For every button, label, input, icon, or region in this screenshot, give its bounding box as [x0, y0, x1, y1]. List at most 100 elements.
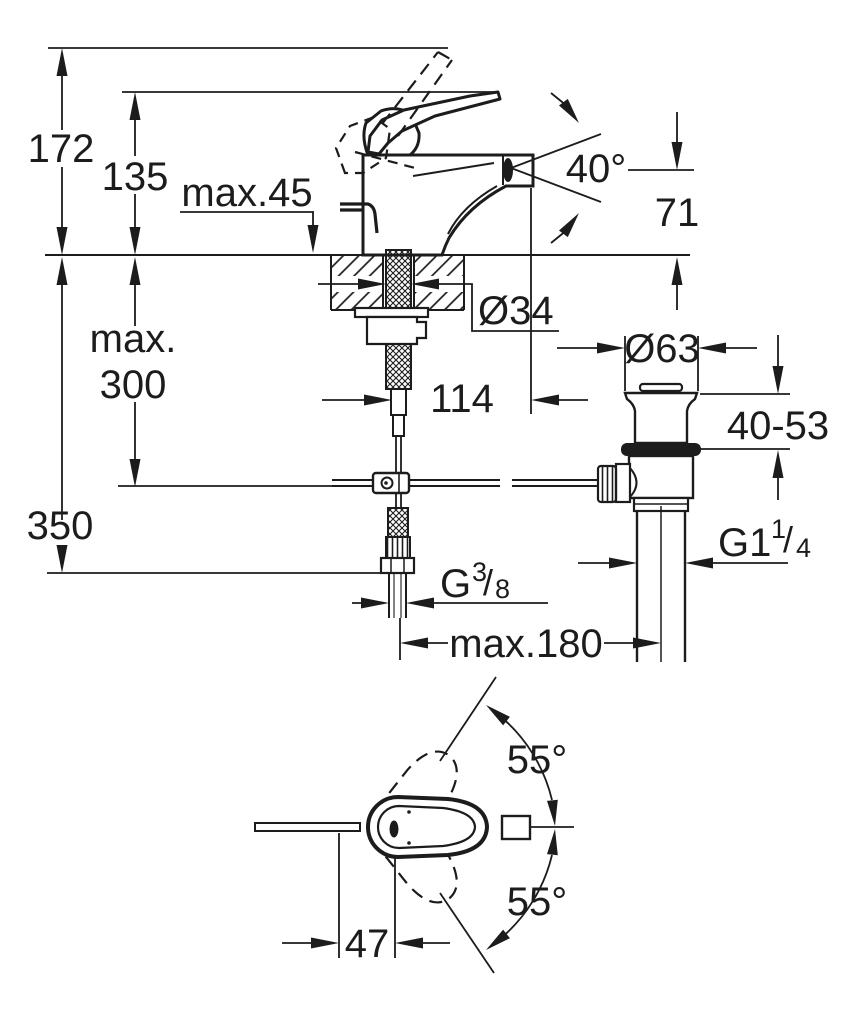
hose-collar	[392, 414, 405, 437]
dimension-g114: G1 1 / 4	[578, 514, 811, 569]
g38-hex-nut	[379, 556, 416, 575]
popup-lift-rod	[340, 202, 379, 234]
dim-71-label: 71	[655, 191, 700, 235]
arrow-left-icon	[400, 637, 428, 649]
angle-55-lower-label: 55°	[507, 880, 568, 924]
dim-dia34-leader	[318, 283, 559, 332]
handle-lever	[366, 90, 502, 156]
dimension-dia63: Ø63	[557, 327, 757, 391]
handle-logo-mark	[389, 820, 399, 838]
arrow-down-icon	[772, 366, 784, 394]
faucet-top-view	[254, 750, 574, 904]
arc-arrow-icon	[547, 829, 558, 856]
ref-line-paths	[47, 47, 790, 660]
arrow-left-icon	[685, 557, 713, 569]
dim-max300-label-line2: 300	[100, 363, 167, 407]
popup-waste-assembly	[596, 382, 701, 662]
arrow-right-icon	[633, 637, 661, 649]
arrow-left-icon	[411, 278, 439, 290]
connection-tube	[388, 573, 407, 618]
arrow-up-icon	[56, 48, 68, 76]
dimension-172: 172	[28, 48, 95, 255]
dimension-40-53: 40-53	[727, 335, 829, 500]
angle-55-upper-lines	[439, 676, 553, 801]
dimension-angle-40: 40°	[510, 92, 627, 244]
dia-63-label: Ø63	[624, 327, 700, 371]
shank-and-hose	[332, 249, 597, 618]
arrow-right-icon	[358, 278, 386, 290]
spout-inner-lines	[412, 156, 504, 235]
dim-135-label: 135	[102, 155, 169, 199]
angle-55-lower-lines	[439, 854, 553, 974]
arrow-up-icon	[129, 257, 141, 285]
dim-max45-label: max.45	[181, 171, 312, 215]
arrow-left-icon	[531, 394, 559, 406]
handle-base-raised-dashed	[334, 115, 416, 175]
mounting-washer	[353, 306, 430, 319]
horizontal-popup-rod	[332, 479, 597, 487]
angle-40-rays	[510, 92, 602, 244]
dia-34-label: Ø34	[478, 289, 554, 333]
waste-gasket	[621, 443, 701, 456]
connection-tube-inner	[393, 573, 402, 618]
dim-114-label: 114	[430, 377, 494, 421]
hose-adapter	[390, 388, 407, 416]
hex-nut-facets	[390, 558, 405, 573]
handle-raised-dashed	[381, 51, 453, 137]
dimension-114: 114	[322, 377, 588, 421]
angle-55-upper-label: 55°	[507, 738, 568, 782]
arrow-right-icon	[361, 597, 389, 609]
reference-lines	[47, 47, 790, 660]
popup-rod-top-view	[254, 822, 361, 832]
dimension-135: 135	[102, 92, 169, 255]
dim-47-lines	[282, 833, 450, 958]
faucet-side-view	[334, 51, 535, 257]
angle-40-label: 40°	[566, 147, 627, 191]
arc-arrow-icon	[486, 929, 510, 950]
arrow-left-icon	[698, 342, 726, 354]
dim-max300-label-line1: max.	[90, 317, 177, 361]
hose-coupling	[385, 536, 411, 559]
rod-port-housing	[614, 462, 632, 504]
arrow-down-icon	[56, 227, 68, 255]
dim-40-53-label: 40-53	[727, 404, 829, 448]
arrow-right-icon	[609, 557, 637, 569]
waste-pushbutton	[638, 382, 684, 393]
threaded-shank-lower	[385, 343, 412, 390]
popup-cable	[395, 436, 402, 508]
dimension-71: 71	[655, 112, 700, 310]
dimension-dia34: Ø34	[318, 278, 559, 333]
g114-label: G1 1 / 4	[718, 514, 811, 565]
dimension-47: 47	[282, 833, 450, 966]
handle-dot-upper	[407, 810, 411, 814]
arrow-down-icon	[307, 225, 319, 253]
waste-tailpipe	[635, 511, 687, 662]
dim-350-label: 350	[27, 504, 94, 548]
arrow-down-icon	[56, 545, 68, 573]
deck-edges	[330, 255, 465, 311]
arrow-up-icon	[129, 92, 141, 120]
dimension-angle-55-upper: 55°	[439, 676, 568, 826]
dim-dia63-line	[557, 336, 757, 391]
arc-arrow-icon	[559, 98, 579, 123]
handle-top-inner-line	[376, 804, 477, 850]
arrow-down-icon	[129, 459, 141, 487]
dimension-g38: G 3 / 8	[352, 557, 548, 609]
dim-172-label: 172	[28, 127, 95, 171]
faucet-body-outline	[361, 153, 535, 257]
arrow-up-icon	[671, 257, 683, 285]
arrow-right-icon	[364, 394, 392, 406]
waste-body	[627, 454, 695, 500]
rod-port-dome	[629, 467, 638, 498]
spout-outlet-aerator	[503, 158, 513, 182]
arrow-down-icon	[671, 142, 683, 170]
dim-47-label: 47	[345, 922, 390, 966]
handle-top-outline	[366, 795, 489, 859]
dimension-angle-55-lower: 55°	[439, 829, 568, 974]
g38-label: G 3 / 8	[440, 557, 510, 606]
mounting-nut	[365, 315, 428, 346]
threaded-shank-upper	[385, 249, 412, 309]
dimension-max300: max. 300	[90, 257, 177, 487]
dim-max180-label: max.180	[449, 622, 602, 666]
